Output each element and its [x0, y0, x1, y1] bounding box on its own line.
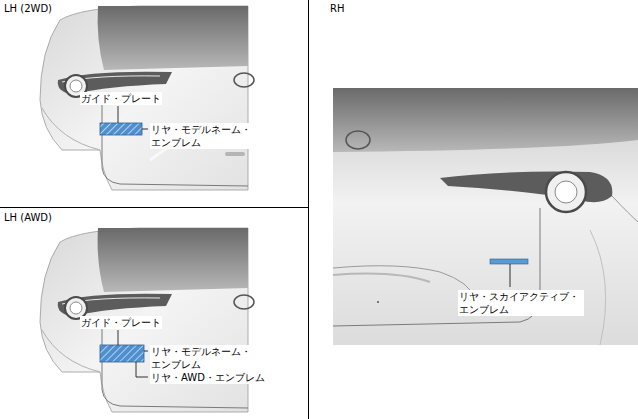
emblem-area	[490, 259, 528, 264]
emblem-area	[100, 123, 142, 135]
part-label: リヤ・AWD・エンブレム	[150, 371, 266, 384]
part-label: リヤ・モデルネーム・エンブレム	[150, 345, 256, 371]
leader-line	[136, 362, 148, 377]
panel-title: LH (AWD)	[4, 212, 52, 224]
panel-title: LH (2WD)	[4, 3, 52, 15]
part-label: ガイド・プレート	[80, 316, 162, 329]
part-label: リヤ・モデルネーム・エンブレム	[150, 123, 256, 149]
panel-divider	[0, 207, 308, 208]
panel-divider	[308, 0, 309, 419]
leader-line	[510, 264, 511, 287]
vehicle-rear	[333, 88, 638, 345]
leader-line	[118, 330, 119, 345]
part-label: リヤ・スカイアクティブ・エンブレム	[458, 290, 584, 316]
leader-line	[118, 106, 119, 123]
part-label: ガイド・プレート	[80, 92, 162, 105]
panel-title: RH	[330, 3, 344, 15]
emblem-area	[100, 345, 144, 362]
vehicle-rear	[40, 6, 254, 190]
leader-line	[144, 351, 148, 352]
leader-line	[142, 129, 148, 130]
vehicle-rear	[40, 228, 254, 412]
